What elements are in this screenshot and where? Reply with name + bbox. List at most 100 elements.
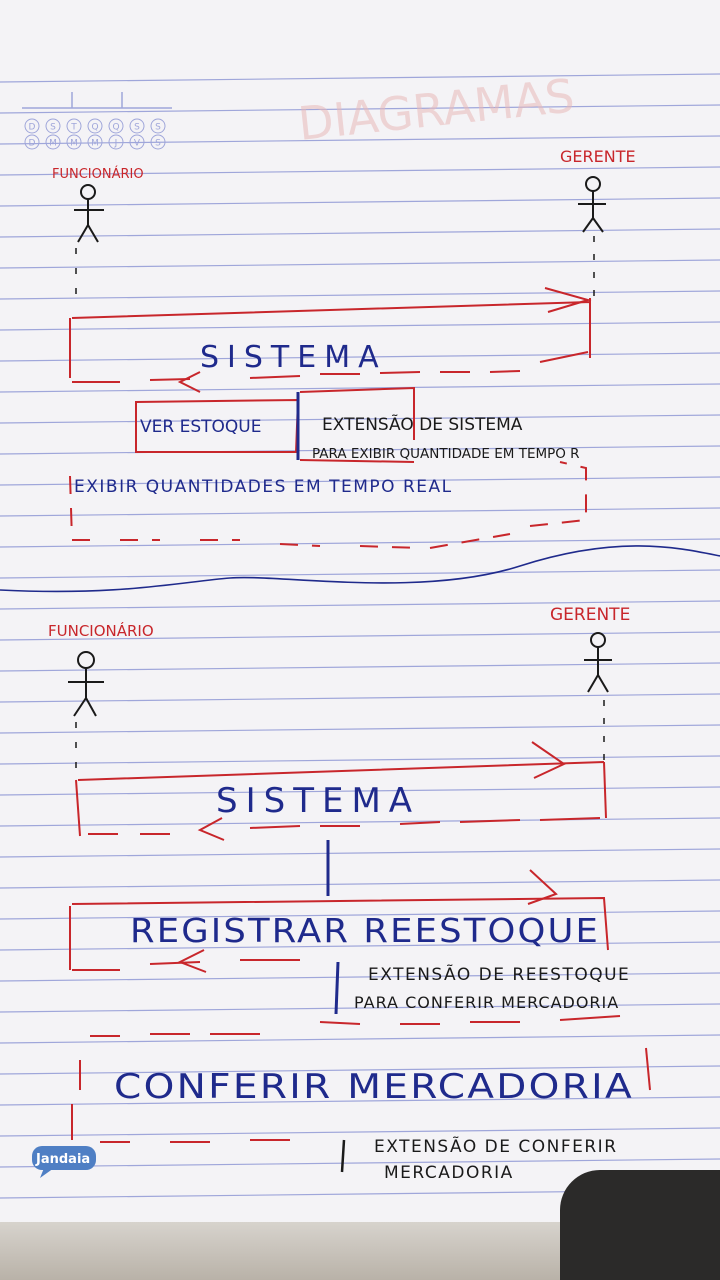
extension-connector [334,961,340,1015]
date-letter: D [29,139,36,149]
system-box-corner [539,351,589,363]
system-boundary-2 [75,761,607,837]
dark-object [560,1170,720,1280]
arrow-head-registrar [527,869,558,905]
ruled-line [0,476,720,486]
ruled-line [0,693,720,703]
ruled-line [0,383,720,393]
actor-label-funcionario-2: FUNCIONÁRIO [48,621,154,640]
display-label: EXIBIR QUANTIDADES EM TEMPO REAL [74,477,453,497]
ruled-line [0,538,720,548]
extension-reestoque-line-1: EXTENSÃO DE REESTOQUE [368,963,630,985]
ruled-line [0,414,720,424]
ruled-line [0,73,720,83]
date-letter: V [134,139,141,149]
actor-gerente-2-icon [584,632,612,693]
ruled-lines [0,73,720,1199]
dashed-separator [90,1015,621,1037]
actor-label-funcionario: FUNCIONÁRIO [52,166,144,182]
extension-line-1: EXTENSÃO DE SISTEMA [322,413,523,435]
ruled-line [0,321,720,331]
ruled-line [0,445,720,455]
date-circle [129,118,145,134]
date-letter: S [155,139,161,149]
date-letter: D [29,123,36,133]
date-letter: S [134,123,140,133]
system-dashed-return [249,370,521,379]
conferir-dashed-box [71,1047,651,1143]
date-letter: M [70,139,78,149]
date-circle [108,118,124,134]
use-case-conferir-mercadoria: CONFERIR MERCADORIA [114,1067,634,1107]
system-label: SISTEMA [200,340,387,375]
date-circle [24,134,40,150]
ruled-line [0,755,720,765]
actor-label-gerente: GERENTE [560,147,636,166]
date-circle [87,134,103,150]
use-case-ver-estoque: VER ESTOQUE [140,417,261,437]
section-divider [0,545,720,593]
ruled-line [0,104,720,114]
ruled-line [0,941,720,951]
extension-conferir-line-1: EXTENSÃO DE CONFERIR [374,1135,618,1157]
ruled-line [0,1003,720,1013]
extension-conferir-line-2: MERCADORIA [384,1163,514,1183]
ruled-line [0,1065,720,1075]
ruled-line [0,724,720,734]
system-boundary [69,298,591,383]
date-letter: Q [112,123,119,133]
date-letter: M [49,139,57,149]
actor-funcionario-icon [74,184,104,243]
display-dashed-box [69,461,587,549]
extension-box [299,386,415,463]
date-letter: Q [91,123,98,133]
diagram-2: FUNCIONÁRIO GERENTE SISTE [48,605,651,1183]
use-case-box-ver-estoque [135,398,300,453]
arrow-head-right-2 [531,741,567,779]
ruled-line [0,600,720,610]
arrow-head-left-2 [197,817,225,841]
ruled-line [0,1127,720,1137]
ruled-line [0,1034,720,1044]
date-letter: S [50,123,56,133]
ruled-line [0,507,720,517]
system-label-2: SISTEMA [216,781,420,821]
ruled-line [0,352,720,362]
use-case-registrar-reestoque: REGISTRAR REESTOQUE [130,911,600,950]
date-circle [66,118,82,134]
ruled-line [0,662,720,672]
extension-connector-2 [340,1139,346,1173]
ruled-line [0,879,720,889]
date-circle [45,134,61,150]
ruled-line [0,259,720,269]
ruled-line [0,228,720,238]
ruled-line [0,910,720,920]
ruled-line [0,166,720,176]
date-circle [108,134,124,150]
jandaia-logo: Jandaia [32,1146,96,1178]
ruled-line [0,197,720,207]
actor-label-gerente-2: GERENTE [550,605,630,625]
date-circle [66,134,82,150]
ruled-line [0,848,720,858]
date-letter: J [114,139,118,149]
actor-gerente-icon [578,176,606,233]
ruled-line [0,135,720,145]
date-letter: M [91,139,99,149]
ruled-line [0,1096,720,1106]
ruled-line [0,817,720,827]
date-letter: T [70,123,77,133]
date-circle [150,134,166,150]
brand-label: Jandaia [35,1152,90,1167]
date-circle [87,118,103,134]
ruled-line [0,290,720,300]
extension-reestoque-line-2: PARA CONFERIR MERCADORIA [354,993,619,1012]
ruled-line [0,786,720,796]
arrow-head-right [544,287,592,313]
date-circle [129,134,145,150]
